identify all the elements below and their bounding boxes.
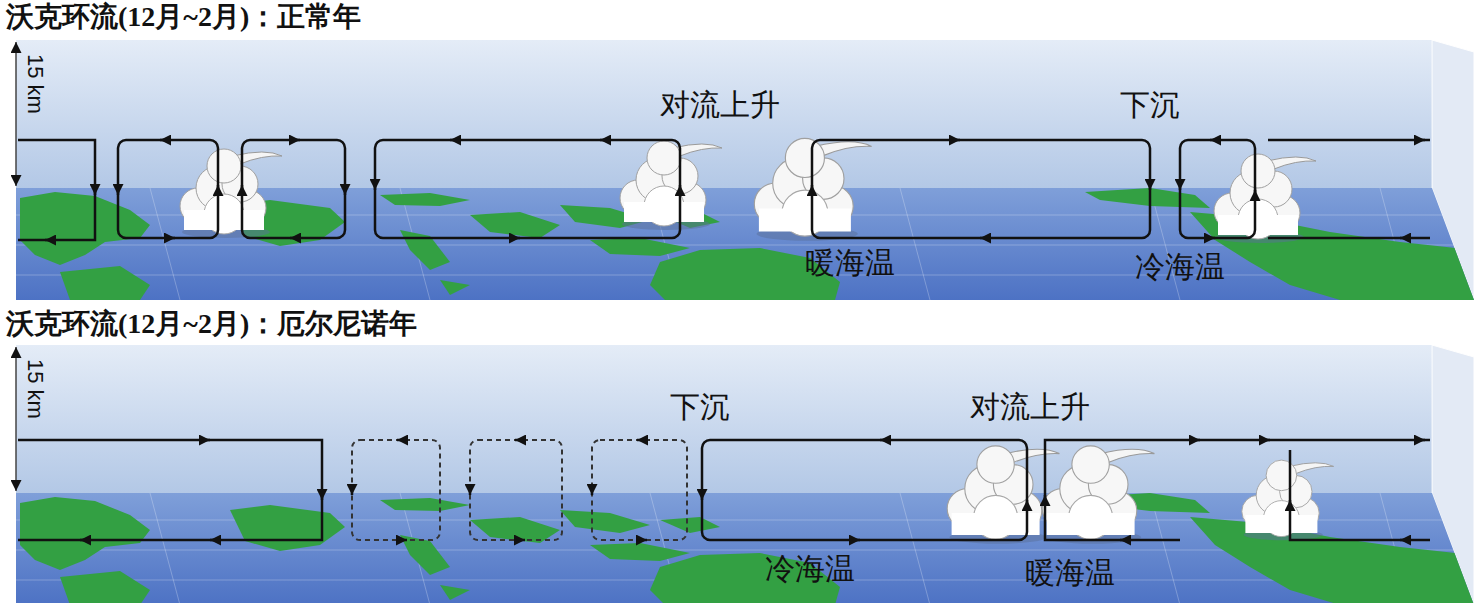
height-ruler — [15, 46, 17, 487]
panel: 沃克环流(12月~2月)：正常年 — [0, 0, 1476, 303]
annotation-label: 对流上升 — [660, 88, 780, 123]
weakened-loop — [352, 440, 687, 540]
convection-cloud — [1214, 154, 1316, 243]
convection-cloud — [947, 446, 1059, 544]
annotation-label: 暖海温 — [805, 246, 895, 281]
convection-cloud — [1042, 446, 1154, 544]
normal-year-slab — [16, 40, 1474, 300]
circulation-loop — [18, 440, 1430, 540]
annotation-label: 下沉 — [670, 390, 730, 425]
convection-cloud — [620, 141, 722, 230]
annotation-label: 对流上升 — [970, 390, 1090, 425]
annotation-label: 冷海温 — [1135, 250, 1225, 285]
annotation-label: 冷海温 — [765, 552, 855, 587]
ruler-head — [15, 42, 17, 491]
panel-heading: 沃克环流(12月~2月)：正常年 — [4, 0, 363, 34]
panel-heading: 沃克环流(12月~2月)：厄尔尼诺年 — [4, 307, 419, 341]
panel: 沃克环流(12月~2月)：厄尔尼诺年 — [0, 305, 1476, 603]
annotation-label: 暖海温 — [1025, 556, 1115, 591]
annotation-label: 下沉 — [1120, 88, 1180, 123]
height-label: 15 km — [23, 54, 48, 114]
height-label: 15 km — [23, 359, 48, 419]
convection-cloud — [1242, 460, 1334, 540]
circulation-loop — [18, 140, 1430, 240]
flow-arrow — [80, 440, 1425, 540]
convection-cloud — [180, 149, 282, 238]
flow-arrow — [45, 140, 1425, 240]
el-nino-slab — [16, 345, 1474, 603]
